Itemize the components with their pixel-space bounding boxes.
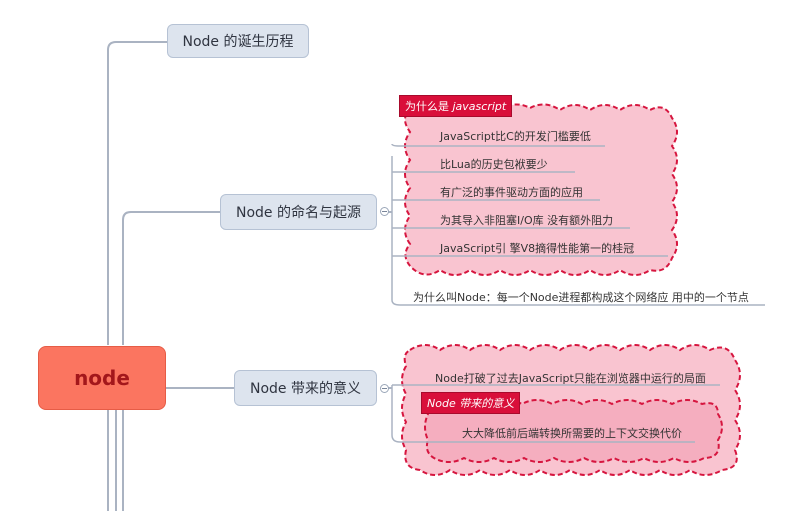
leaf-item[interactable]: 比Lua的历史包袱要少 <box>440 156 548 172</box>
root-label: node <box>74 366 130 390</box>
leaf-label: JavaScript引 擎V8摘得性能第一的桂冠 <box>440 242 635 255</box>
topic-label: Node 的诞生历程 <box>182 34 294 50</box>
topic-node-history[interactable]: Node 的诞生历程 <box>167 24 309 58</box>
leaf-label: JavaScript比C的开发门槛要低 <box>440 130 591 143</box>
collapse-toggle-naming[interactable] <box>380 207 389 216</box>
leaf-item-why-node[interactable]: 为什么叫Node：每一个Node进程都构成这个网络应 用中的一个节点 <box>413 289 749 305</box>
topic-node-naming[interactable]: Node 的命名与起源 <box>220 194 377 230</box>
callout-tag-why-javascript: 为什么是 javascript <box>399 95 513 117</box>
callout-tag-text: Node 带来的意义 <box>427 397 515 410</box>
connector-root-topic1 <box>107 41 167 345</box>
callout-tag-em: javascript <box>452 100 507 113</box>
collapse-toggle-meaning[interactable] <box>380 384 389 393</box>
leaf-item[interactable]: JavaScript引 擎V8摘得性能第一的桂冠 <box>440 240 634 256</box>
callout-tag-node-meaning: Node 带来的意义 <box>421 392 521 414</box>
leaf-label: 为其导入非阻塞I/O库 没有额外阻力 <box>440 214 614 227</box>
leaf-item[interactable]: 有广泛的事件驱动方面的应用 <box>440 184 583 200</box>
callout-meaning-inner-shape <box>424 399 723 463</box>
callout-javascript-shape <box>404 103 678 276</box>
callout-tag-prefix: 为什么是 <box>405 100 449 113</box>
leaf-underline-6 <box>391 299 765 306</box>
leaf-underline-1 <box>391 143 605 147</box>
leaf-label: 有广泛的事件驱动方面的应用 <box>440 186 583 199</box>
root-node[interactable]: node <box>38 346 166 410</box>
leaf-item-reduce-context-cost[interactable]: 大大降低前后端转换所需要的上下文交换代价 <box>462 425 682 441</box>
topic-label: Node 的命名与起源 <box>236 205 361 221</box>
leaf-label: 为什么叫Node：每一个Node进程都构成这个网络应 用中的一个节点 <box>413 291 749 304</box>
topic-label: Node 带来的意义 <box>250 381 361 397</box>
leaf-underline-meaning-2 <box>391 434 695 443</box>
leaf-item[interactable]: 为其导入非阻塞I/O库 没有额外阻力 <box>440 212 613 228</box>
leaf-item[interactable]: JavaScript比C的开发门槛要低 <box>440 128 591 144</box>
leaf-label: Node打破了过去JavaScript只能在浏览器中运行的局面 <box>435 372 706 385</box>
leaf-label: 比Lua的历史包袱要少 <box>440 158 548 171</box>
connector-root-topic2 <box>122 211 220 345</box>
topic-node-meaning[interactable]: Node 带来的意义 <box>234 370 377 406</box>
leaf-label: 大大降低前后端转换所需要的上下文交换代价 <box>462 427 682 440</box>
leaf-item-breaks-browser-limit[interactable]: Node打破了过去JavaScript只能在浏览器中运行的局面 <box>435 370 706 386</box>
